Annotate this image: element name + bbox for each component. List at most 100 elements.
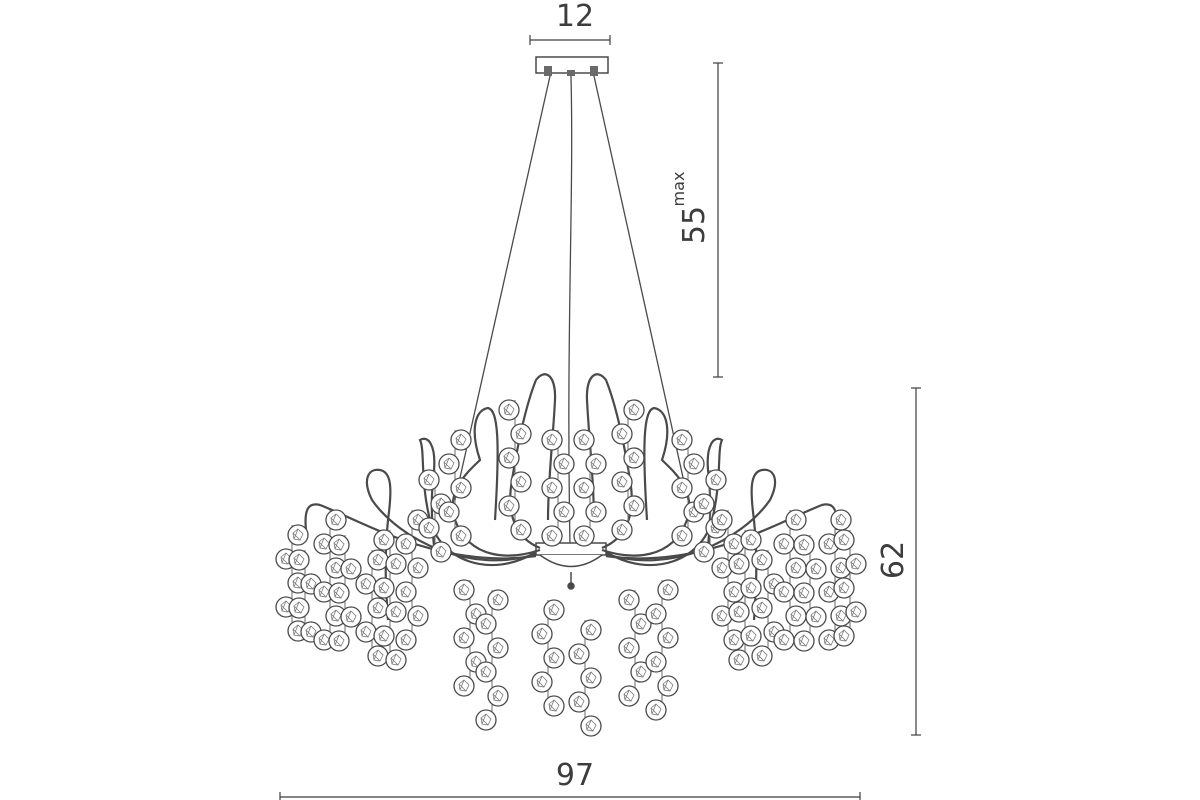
bead-facet — [728, 537, 740, 550]
crystal-bead — [793, 534, 815, 556]
crystal-bead — [805, 606, 827, 628]
bead-facet — [850, 557, 862, 570]
bead-facet — [390, 605, 402, 618]
bead-facet — [838, 533, 850, 546]
bead-strand — [728, 529, 762, 671]
crystal-bead — [373, 529, 395, 551]
crystal-bead-strands — [275, 399, 867, 737]
bead-strand — [573, 429, 607, 547]
bead-strand — [611, 399, 645, 541]
crystal-bead — [611, 471, 633, 493]
crystal-bead — [693, 541, 715, 563]
bead-facet — [515, 427, 527, 440]
bead-facet — [492, 689, 504, 702]
overall-width-dimension: 97 — [279, 758, 861, 800]
crystal-bead — [751, 549, 773, 571]
crystal-bead — [740, 577, 762, 599]
bead-facet — [578, 433, 590, 446]
bead-facet — [372, 553, 384, 566]
bead-facet — [585, 719, 597, 732]
bead-facet — [503, 499, 515, 512]
crystal-bead — [645, 651, 667, 673]
bead-facet — [688, 457, 700, 470]
cable-length-label: 55 — [677, 206, 712, 244]
bead-facet — [676, 529, 688, 542]
bead-strand — [568, 619, 602, 737]
bead-facet — [778, 633, 790, 646]
bead-facet — [650, 607, 662, 620]
bead-facet — [838, 629, 850, 642]
chandelier-arm — [451, 406, 541, 557]
bead-facet — [293, 601, 305, 614]
bead-facet — [435, 545, 447, 558]
bead-facet — [480, 665, 492, 678]
crystal-bead — [751, 645, 773, 667]
crystal-bead — [793, 630, 815, 652]
crystal-bead — [785, 509, 807, 531]
crystal-bead — [785, 557, 807, 579]
bead-facet — [590, 457, 602, 470]
bead-facet — [492, 641, 504, 654]
crystal-bead — [450, 477, 472, 499]
suspension-cables — [454, 75, 689, 546]
crystal-bead — [325, 509, 347, 531]
bead-strand — [793, 534, 827, 652]
bead-facet — [628, 499, 640, 512]
crystal-bead — [510, 519, 532, 541]
bead-facet — [662, 631, 674, 644]
bead-facet — [345, 610, 357, 623]
crystal-bead — [453, 627, 475, 649]
crystal-bead — [585, 453, 607, 475]
crystal-bead — [288, 597, 310, 619]
crystal-bead — [407, 605, 429, 627]
crystal-bead — [498, 399, 520, 421]
bead-facet — [546, 433, 558, 446]
crystal-bead — [531, 671, 553, 693]
body-height-dimension: 62 — [876, 387, 921, 736]
crystal-bead — [611, 423, 633, 445]
crystal-bead — [543, 695, 565, 717]
bead-strand — [618, 589, 652, 707]
crystal-bead — [487, 685, 509, 707]
bead-strand — [475, 589, 509, 731]
bead-facet — [455, 481, 467, 494]
crystal-bead — [328, 582, 350, 604]
bead-facet — [616, 523, 628, 536]
bead-facet — [515, 523, 527, 536]
crystal-bead — [833, 529, 855, 551]
crystal-bead — [845, 553, 867, 575]
bead-facet — [318, 633, 330, 646]
crystal-bead — [475, 709, 497, 731]
crystal-bead — [580, 715, 602, 737]
bead-facet — [333, 538, 345, 551]
crystal-bead — [328, 534, 350, 556]
bead-facet — [733, 557, 745, 570]
bead-strand — [373, 529, 407, 671]
crystal-bead — [328, 630, 350, 652]
bead-facet — [293, 553, 305, 566]
bead-facet — [458, 631, 470, 644]
crystal-bead — [531, 623, 553, 645]
bead-facet — [558, 505, 570, 518]
bead-facet — [458, 679, 470, 692]
bead-facet — [590, 505, 602, 518]
bead-facet — [745, 581, 757, 594]
crystal-bead — [418, 469, 440, 491]
bead-facet — [330, 513, 342, 526]
bead-facet — [333, 634, 345, 647]
bead-facet — [455, 529, 467, 542]
crystal-bead — [728, 649, 750, 671]
cable-length-dimension: 55 max — [669, 62, 723, 378]
crystal-bead — [623, 495, 645, 517]
bead-strand — [498, 399, 532, 541]
crystal-bead — [657, 627, 679, 649]
bead-facet — [503, 451, 515, 464]
crystal-bead — [367, 549, 389, 571]
chandelier-arm — [304, 503, 537, 560]
bead-facet — [536, 627, 548, 640]
bead-facet — [623, 593, 635, 606]
bead-strand — [395, 509, 429, 651]
crystal-bead — [475, 661, 497, 683]
crystal-bead — [541, 477, 563, 499]
